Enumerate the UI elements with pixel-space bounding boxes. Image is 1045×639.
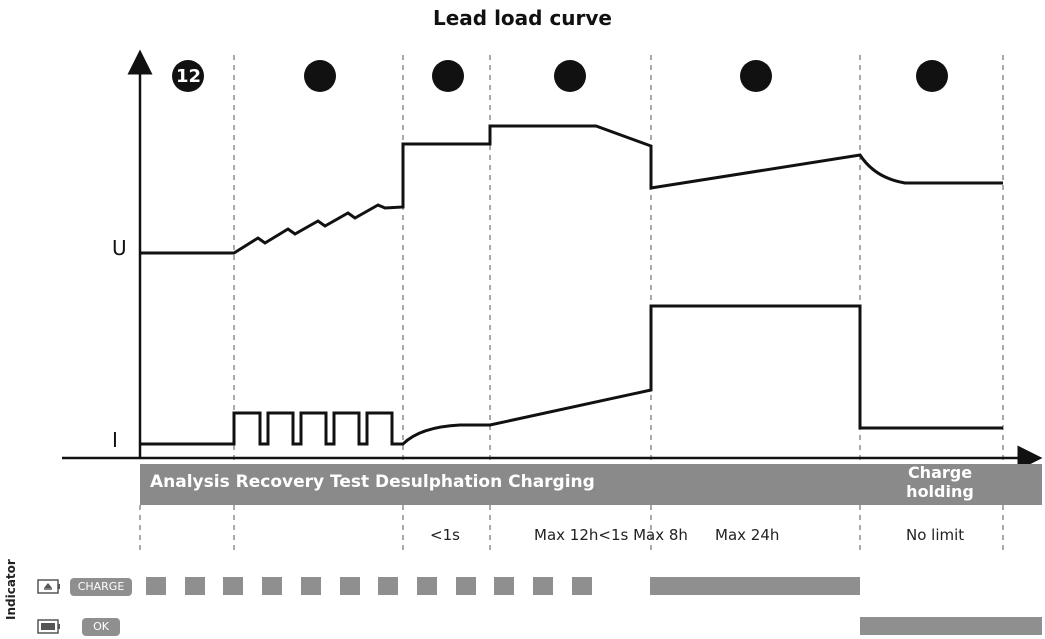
charge-indicator-steady: [650, 577, 860, 595]
charge-blink-square: [339, 577, 360, 595]
current-axis-label: I: [112, 428, 118, 452]
phase-marker-1: [172, 60, 204, 92]
phase-marker-3: [432, 60, 464, 92]
charge-blink-square: [571, 577, 592, 595]
charging-battery-icon: [37, 579, 60, 594]
charge-blink-square: [494, 577, 515, 595]
charge-blink-square: [378, 577, 399, 595]
duration-charging-max: Max 24h: [715, 526, 780, 544]
phase-marker-1-number: 12: [176, 66, 202, 87]
phase-marker-4: [554, 60, 586, 92]
duration-desulphation: <1s: [430, 526, 460, 544]
current-curve: [140, 304, 1003, 446]
charge-blink-square: [416, 577, 437, 595]
duration-charging: Max 12h<1s Max 8h: [534, 526, 688, 544]
phase-band-label: Analysis Recovery Test Desulphation Char…: [150, 472, 595, 492]
ok-indicator-tag: OK: [82, 618, 120, 636]
duration-charge-holding: No limit: [906, 526, 965, 544]
full-battery-icon: [37, 619, 60, 634]
phase-marker-2: [304, 60, 336, 92]
phase-band: [140, 464, 1042, 505]
charge-blink-square: [223, 577, 244, 595]
phase-marker-5: [740, 60, 772, 92]
charge-holding-label: Charge holding: [906, 463, 974, 501]
charge-blink-square: [300, 577, 321, 595]
phase-marker-6: [916, 60, 948, 92]
charge-blink-square: [262, 577, 283, 595]
voltage-axis-label: U: [112, 236, 127, 260]
charge-blink-square: [533, 577, 553, 595]
ok-indicator-steady: [860, 617, 1042, 635]
diagram-title: Lead load curve: [432, 6, 612, 30]
charge-blink-square: [455, 577, 476, 595]
indicator-label: Indicator: [4, 559, 18, 620]
voltage-curve: [140, 124, 1003, 255]
charge-blink-square: [146, 577, 166, 595]
charge-indicator-tag: CHARGE: [70, 578, 132, 596]
charge-blink-square: [184, 577, 205, 595]
